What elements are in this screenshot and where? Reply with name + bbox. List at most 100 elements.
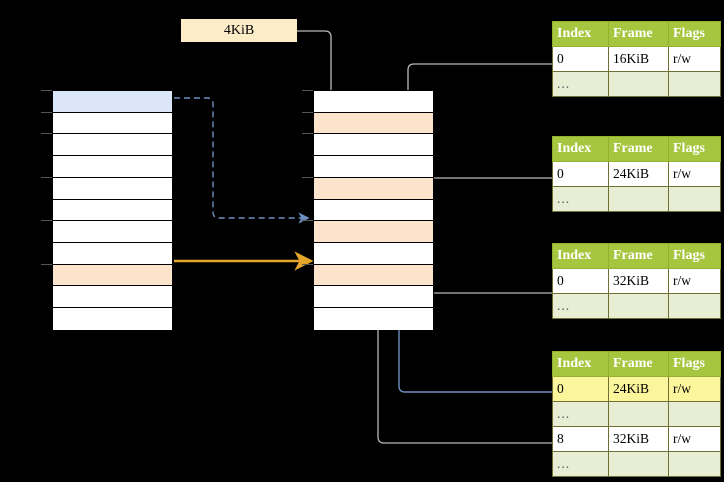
column-header: Flags	[668, 136, 721, 162]
column-header: Flags	[668, 21, 721, 47]
table-cell	[668, 401, 721, 427]
tick-mark	[41, 220, 52, 221]
memory-row	[314, 91, 433, 113]
memory-row	[314, 112, 433, 135]
table-cell: r/w	[668, 426, 721, 452]
table-cell	[608, 71, 669, 97]
table-cell: ...	[552, 293, 609, 319]
table-cell: 24KiB	[608, 376, 669, 402]
wire-table4row8-to-mem	[372, 266, 553, 444]
tick-mark	[302, 264, 313, 265]
tick-mark	[302, 90, 313, 91]
table-cell: ...	[552, 401, 609, 427]
memory-row	[314, 264, 433, 287]
table-cell	[608, 451, 669, 477]
column-header: Index	[552, 243, 609, 269]
tick-mark	[41, 112, 52, 113]
memory-row	[53, 243, 172, 265]
column-header: Index	[552, 351, 609, 377]
table-cell: r/w	[668, 376, 721, 402]
memory-row	[314, 243, 433, 265]
memory-row	[53, 286, 172, 309]
column-header: Flags	[668, 243, 721, 269]
table-row: ...	[552, 71, 721, 97]
column-header: Index	[552, 136, 609, 162]
table-cell	[668, 293, 721, 319]
memory-row	[314, 156, 433, 178]
column-header: Flags	[668, 351, 721, 377]
table-row: ...	[552, 451, 721, 477]
tick-mark	[41, 264, 52, 265]
table-cell: ...	[552, 186, 609, 212]
table-cell: 8	[552, 426, 609, 452]
memory-row	[53, 134, 172, 157]
table-cell: 16KiB	[608, 46, 669, 72]
memory-row	[314, 134, 433, 157]
column-header: Frame	[608, 21, 669, 47]
table-cell: 0	[552, 161, 609, 187]
tick-mark	[302, 133, 313, 134]
wire-table3-to-mem	[419, 266, 553, 294]
memory-row	[53, 221, 172, 244]
table-cell: 0	[552, 46, 609, 72]
table-cell: 0	[552, 268, 609, 294]
tick-mark	[41, 90, 52, 91]
memory-row	[53, 199, 172, 222]
table-cell	[608, 186, 669, 212]
wire-table2-to-mem	[413, 177, 553, 221]
column-header: Frame	[608, 243, 669, 269]
table-row: ...	[552, 186, 721, 212]
table-cell: r/w	[668, 46, 721, 72]
memory-row	[314, 199, 433, 222]
table-row: ...	[552, 293, 721, 319]
table-cell	[668, 451, 721, 477]
table-row: ...	[552, 401, 721, 427]
table-cell: r/w	[668, 268, 721, 294]
virtual-address-space-column	[52, 90, 173, 330]
table-cell	[608, 401, 669, 427]
memory-row	[53, 308, 172, 330]
table-cell	[668, 71, 721, 97]
memory-row	[53, 264, 172, 287]
size-label: 4KiB	[181, 19, 297, 42]
table-cell	[608, 293, 669, 319]
wire-table4row0-to-mem	[393, 216, 553, 393]
tick-mark	[302, 220, 313, 221]
wire-size-to-mem	[296, 30, 337, 114]
tick-mark	[41, 133, 52, 134]
table-cell: 0	[552, 376, 609, 402]
table-cell: ...	[552, 71, 609, 97]
column-header: Frame	[608, 351, 669, 377]
table-cell: ...	[552, 451, 609, 477]
memory-row	[314, 308, 433, 330]
table-cell	[668, 186, 721, 212]
memory-row	[314, 221, 433, 244]
table-cell: r/w	[668, 161, 721, 187]
column-header: Frame	[608, 136, 669, 162]
memory-row	[53, 156, 172, 178]
physical-memory-column	[313, 90, 434, 330]
column-header: Index	[552, 21, 609, 47]
tick-mark	[302, 177, 313, 178]
wire-left-page0-to-mem	[174, 97, 310, 224]
table-cell: 24KiB	[608, 161, 669, 187]
memory-row	[53, 112, 172, 135]
memory-row	[314, 177, 433, 200]
tick-mark	[41, 177, 52, 178]
table-cell: 32KiB	[608, 426, 669, 452]
tick-mark	[302, 112, 313, 113]
